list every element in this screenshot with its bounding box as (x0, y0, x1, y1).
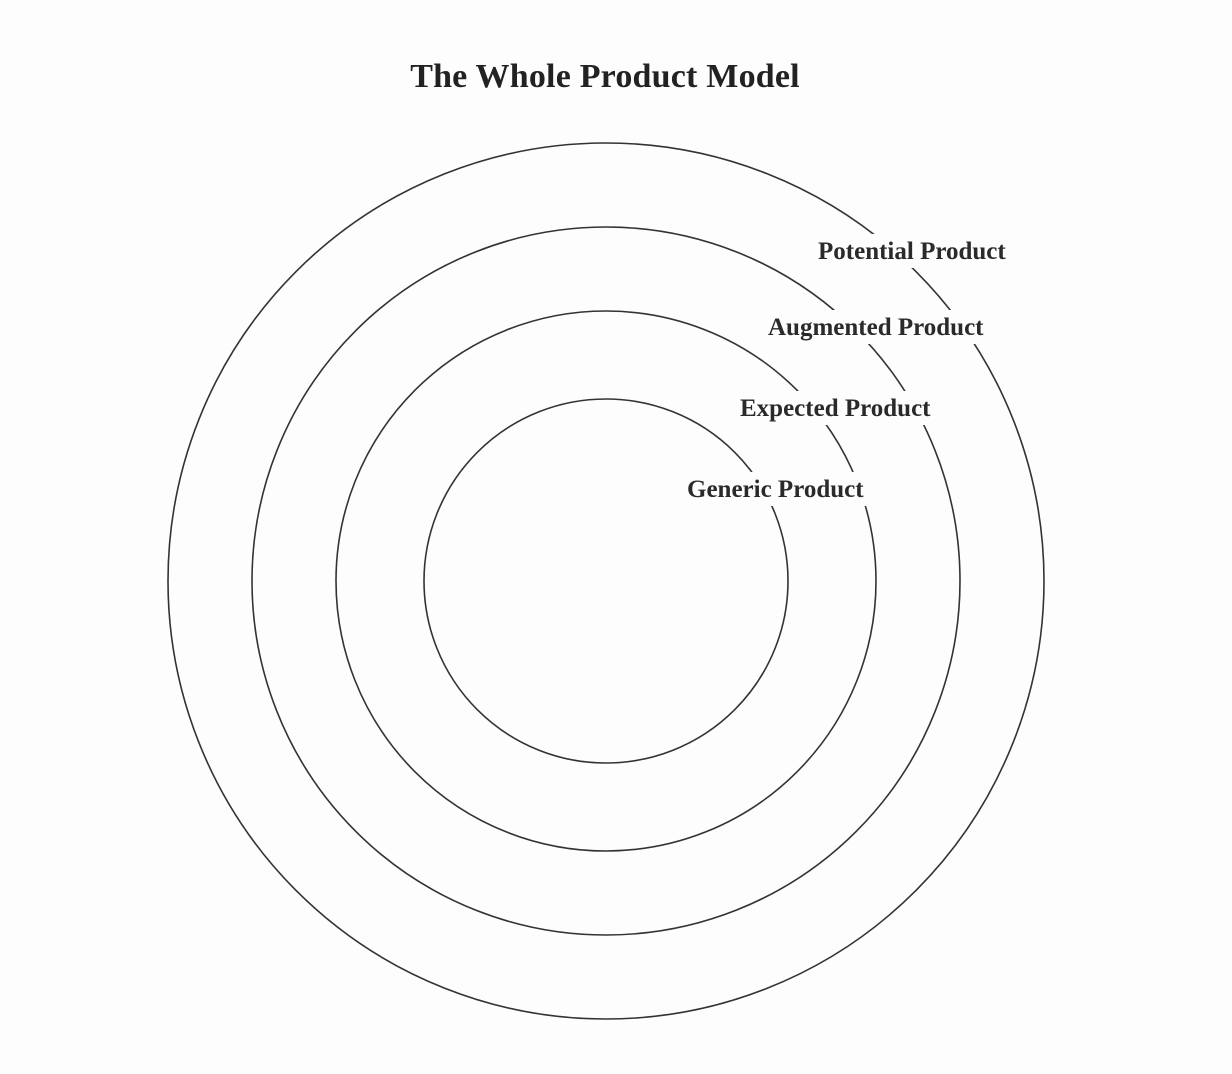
diagram-title: The Whole Product Model (410, 58, 800, 95)
ring-label-generic: Generic Product (687, 476, 864, 503)
ring-potential (167, 142, 1045, 1020)
ring-generic (423, 398, 789, 764)
ring-label-augmented: Augmented Product (768, 314, 984, 341)
label-bg-potential (812, 234, 1042, 268)
label-bg-augmented (764, 310, 1028, 344)
ring-augmented (251, 226, 961, 936)
ring-label-expected: Expected Product (740, 395, 931, 422)
ring-expected (335, 310, 877, 852)
ring-label-potential: Potential Product (818, 238, 1006, 265)
label-bg-generic (682, 472, 896, 506)
label-bg-expected (734, 391, 964, 425)
